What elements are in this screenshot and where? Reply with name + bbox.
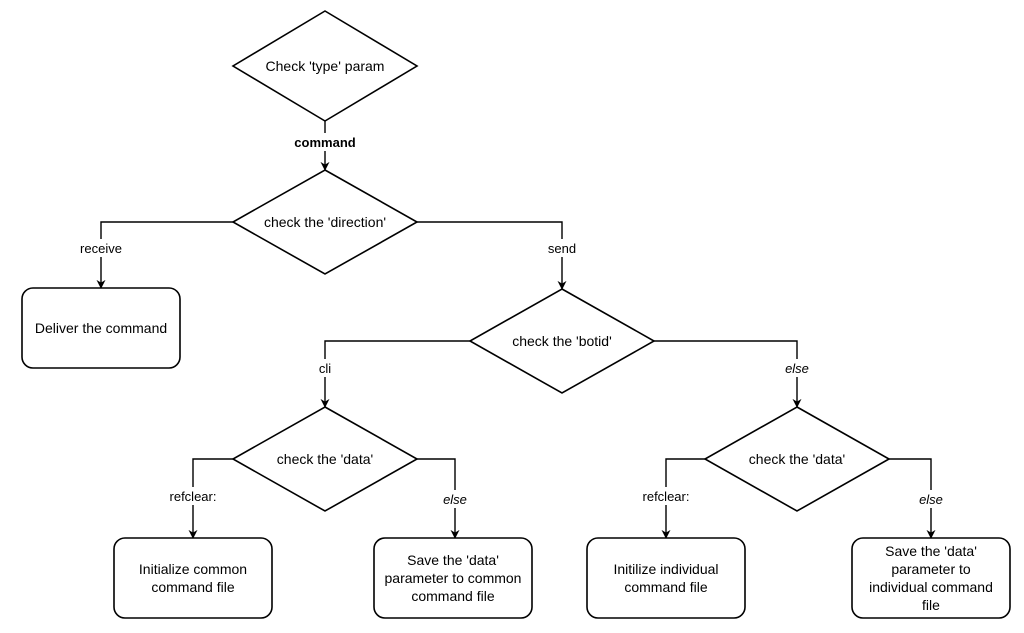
edge-label-background: [544, 239, 580, 257]
node-label-line: Check 'type' param: [266, 58, 385, 74]
edge-label: else: [785, 361, 809, 376]
node-check-botid: check the 'botid': [468, 288, 656, 394]
decision-diamond: [231, 406, 419, 512]
edge-label-background: [311, 359, 339, 377]
node-check-data-right: check the 'data': [703, 406, 891, 512]
node-check-type: Check 'type' param: [231, 10, 419, 122]
node-label: check the 'botid': [512, 333, 612, 349]
edge-arrow-check-data-left-to-init-common: [188, 458, 233, 539]
edge-label: command: [294, 135, 355, 150]
node-label-line: Deliver the command: [35, 320, 167, 336]
node-label-line: check the 'direction': [264, 214, 386, 230]
edge-arrow-check-botid-to-check-data-left: [320, 340, 470, 408]
node-label-line: command file: [151, 579, 234, 595]
edge-label-background: [437, 490, 473, 508]
edge-arrow-check-data-right-to-init-individual: [661, 458, 705, 539]
edge-label: send: [548, 241, 576, 256]
nodes-layer: Check 'type' param check the 'direction' D…: [21, 10, 1011, 619]
decision-diamond: [468, 288, 656, 394]
decision-diamond: [231, 10, 419, 122]
node-label: check the 'data': [277, 451, 373, 467]
node-label: Check 'type' param: [266, 58, 385, 74]
node-label: Save the 'data' parameter to common comman…: [385, 552, 522, 604]
node-label: Deliver the command: [35, 320, 167, 336]
node-label: check the 'data': [749, 451, 845, 467]
node-label-line: Save the 'data': [885, 543, 977, 559]
edge-label: refclear:: [643, 489, 690, 504]
edge-label: else: [443, 492, 467, 507]
decision-diamond: [231, 169, 419, 275]
process-box: [373, 537, 533, 619]
process-box: [851, 537, 1011, 619]
node-init-common: Initialize common command file: [113, 537, 273, 619]
edge-labels-layer: command receive send cli else refclear: else re…: [72, 133, 949, 508]
edge-label-background: [157, 487, 229, 505]
node-label-line: parameter to common: [385, 570, 522, 586]
node-label: Initilize individual command file: [613, 561, 718, 595]
node-label-line: individual command: [869, 579, 993, 595]
edge-arrow-check-data-right-to-save-individual: [889, 458, 936, 539]
node-label-line: check the 'botid': [512, 333, 612, 349]
node-label-line: Initialize common: [139, 561, 247, 577]
node-label-line: command file: [411, 588, 494, 604]
node-check-direction: check the 'direction': [231, 169, 419, 275]
edge-arrow-check-data-left-to-save-common: [417, 458, 460, 539]
node-label-line: check the 'data': [749, 451, 845, 467]
edge-label: cli: [319, 361, 331, 376]
decision-diamond: [703, 406, 891, 512]
process-box: [586, 537, 746, 619]
node-label-line: parameter to: [891, 561, 971, 577]
edge-label-background: [293, 133, 357, 151]
node-label-line: check the 'data': [277, 451, 373, 467]
edges-layer: [96, 121, 936, 539]
edge-arrow-check-botid-to-check-data-right: [654, 340, 802, 408]
node-save-individual: Save the 'data' parameter to individual co…: [851, 537, 1011, 619]
edge-arrow-check-direction-to-deliver: [96, 221, 233, 289]
edge-label-background: [913, 490, 949, 508]
node-label: check the 'direction': [264, 214, 386, 230]
edge-label: else: [919, 492, 943, 507]
node-label-line: Save the 'data': [407, 552, 499, 568]
node-deliver: Deliver the command: [21, 287, 181, 369]
node-check-data-left: check the 'data': [231, 406, 419, 512]
node-save-common: Save the 'data' parameter to common comman…: [373, 537, 533, 619]
edge-label: refclear:: [170, 489, 217, 504]
process-box: [21, 287, 181, 369]
node-label-line: command file: [624, 579, 707, 595]
node-label-line: Initilize individual: [613, 561, 718, 577]
process-box: [113, 537, 273, 619]
edge-label: receive: [80, 241, 122, 256]
edge-label-background: [779, 359, 815, 377]
edge-label-background: [72, 239, 130, 257]
edge-arrow-check-direction-to-check-botid: [417, 221, 567, 290]
node-label: Save the 'data' parameter to individual co…: [869, 543, 993, 613]
node-init-individual: Initilize individual command file: [586, 537, 746, 619]
edge-label-background: [630, 487, 702, 505]
node-label: Initialize common command file: [139, 561, 247, 595]
node-label-line: file: [922, 597, 940, 613]
